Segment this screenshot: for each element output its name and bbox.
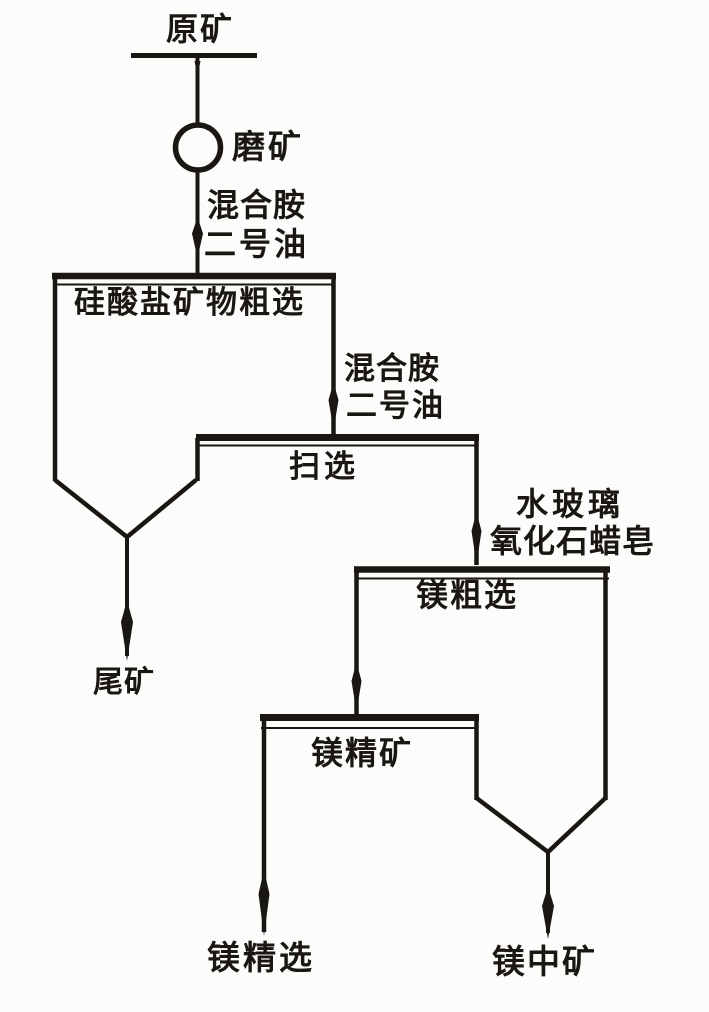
feed-tick-arrow-icon [194,61,201,76]
mg-cleaning-arrow-icon [258,874,270,936]
raw-ore-label: 原矿 [166,10,235,48]
mg-middlings-arrow-icon [542,890,554,939]
feed-arrow-icon [192,220,203,258]
mg-rougher-reagent-1-label: 水玻璃 [516,485,625,523]
mg-cleaning-output-label: 镁精选 [207,938,315,977]
cell1-funnel-left [53,478,129,539]
grinding-mill-circle [172,122,224,173]
mg-rougher-reagent-2-label: 氧化石蜡皂 [490,522,656,560]
grinding-reagent-2-label: 二号油 [204,225,310,263]
cell4-funnel-left [475,796,550,854]
scavenger-cell-label: 扫选 [289,449,359,485]
cell1-funnel-right [125,478,198,539]
cell2-to-cell3-arrow-icon [471,516,482,564]
grinding-reagent-1-label: 混合胺 [207,186,307,224]
cell1-to-cell2-arrow-icon [328,386,339,430]
mg-middlings-output-label: 镁中矿 [492,942,597,981]
cell3-to-cell4-arrow-icon [351,666,362,712]
mg-concentrate-cell-label: 镁精矿 [311,734,414,772]
silicate-rougher-cell-label: 硅酸盐矿物粗选 [74,285,305,321]
cell3-funnel-right [546,796,608,854]
tailings-arrow-icon [121,604,133,661]
tailings-label: 尾矿 [93,665,155,700]
mg-rougher-cell-label: 镁粗选 [416,576,519,614]
scavenger-reagent-1-label: 混合胺 [344,351,440,387]
scavenger-reagent-2-label: 二号油 [346,388,445,424]
grinding-label: 磨矿 [232,127,304,166]
